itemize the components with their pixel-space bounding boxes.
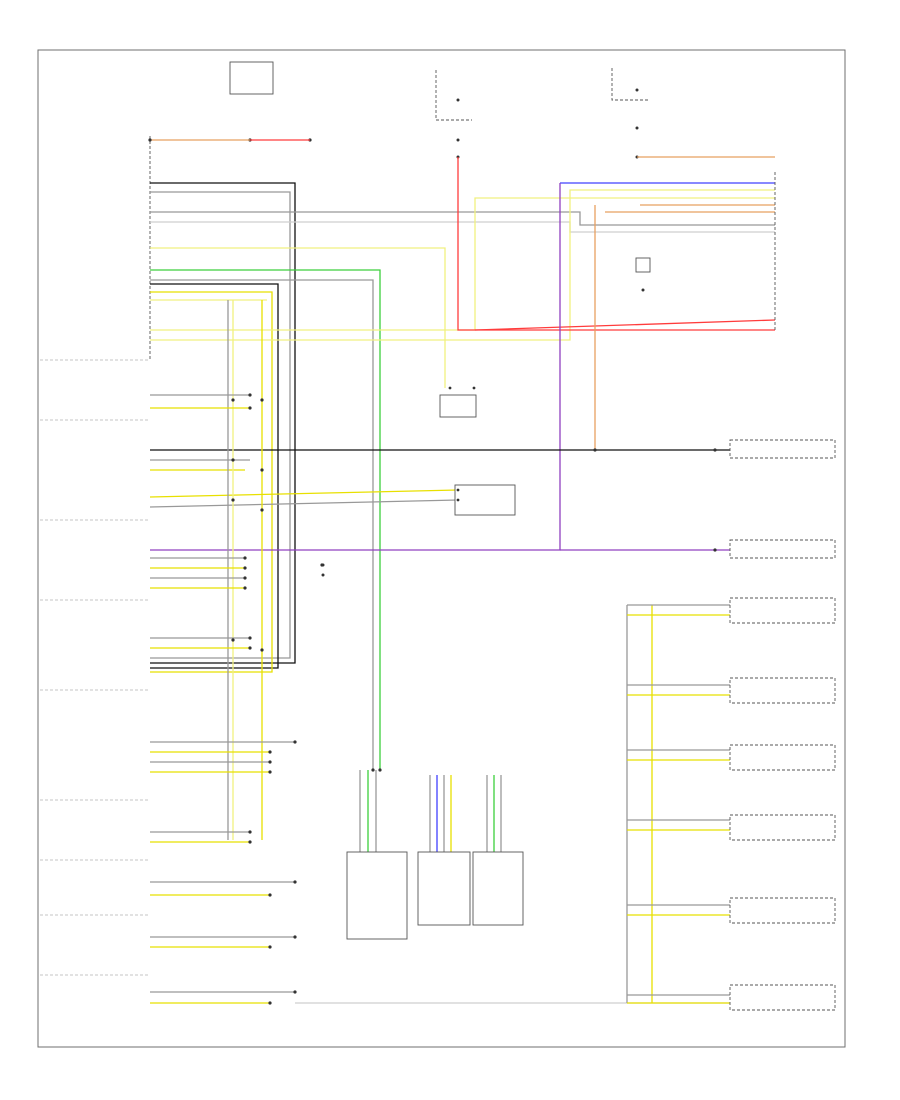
bottom-module-left — [346, 851, 408, 940]
wire-ground-bus — [150, 182, 296, 664]
splice-point — [593, 448, 597, 452]
wire-can-center-low — [149, 499, 459, 508]
splice-point — [268, 893, 272, 897]
splice-point — [260, 398, 264, 402]
splice-point — [268, 760, 272, 764]
right-module-box — [729, 677, 836, 704]
splice-point — [248, 830, 252, 834]
wire-can-low-airbag — [150, 211, 775, 226]
splice-point — [293, 740, 297, 744]
splice-point — [248, 406, 252, 410]
splice-point — [243, 576, 247, 580]
ground-symbol-right — [635, 257, 651, 292]
wire-can-high-airbag — [150, 221, 775, 233]
splice-point — [231, 458, 235, 462]
right-module-box — [729, 744, 836, 771]
splice-point — [293, 990, 297, 994]
fuse-group-right — [611, 68, 650, 159]
splice-point — [260, 508, 264, 512]
splice-point — [148, 138, 152, 142]
right-module-box — [729, 597, 836, 624]
wire-green-bus — [150, 269, 381, 770]
right-module-box — [729, 439, 836, 459]
splice-point — [713, 548, 717, 552]
splice-point — [260, 468, 264, 472]
right-module-box — [729, 539, 836, 559]
wire-gray-bus — [150, 279, 374, 770]
splice-point — [248, 636, 252, 640]
top-power-supply-box — [229, 61, 312, 142]
splice-point — [293, 880, 297, 884]
splice-point — [248, 393, 252, 397]
splice-point — [268, 945, 272, 949]
wire-can-high-right — [150, 197, 775, 331]
splice-point — [268, 750, 272, 754]
right-module-box — [729, 984, 836, 1011]
diagram-frame — [37, 49, 846, 1048]
fuse-group-center — [435, 70, 472, 159]
splice-point — [243, 586, 247, 590]
wire-can-low-bus — [150, 191, 291, 659]
splice-point — [231, 498, 235, 502]
right-module-column — [729, 439, 836, 1011]
splice-point — [243, 556, 247, 560]
splice-point — [231, 398, 235, 402]
wire-power-red-2 — [474, 319, 776, 331]
wire-layer — [149, 139, 776, 1004]
splice-point — [243, 566, 247, 570]
wire-power-red-1 — [457, 157, 775, 331]
splice-point — [248, 840, 252, 844]
ground-symbol-mid — [321, 563, 325, 577]
wire-can-center-high — [149, 489, 459, 498]
bottom-module-mid — [417, 851, 471, 926]
wire-black-bus-2 — [150, 283, 279, 669]
left-module-column — [40, 359, 150, 976]
wire-can-diag — [150, 247, 446, 388]
splice-layer — [148, 138, 717, 1005]
center-module-box — [454, 484, 516, 516]
wire-can-high-right-2 — [150, 189, 775, 341]
diagnostic-connector — [439, 386, 477, 418]
splice-point — [268, 770, 272, 774]
splice-point — [378, 768, 382, 772]
right-module-box — [729, 897, 836, 924]
splice-point — [268, 1001, 272, 1005]
splice-point — [713, 448, 717, 452]
splice-point — [231, 638, 235, 642]
splice-point — [248, 646, 252, 650]
splice-point — [371, 768, 375, 772]
right-module-box — [729, 814, 836, 841]
splice-point — [293, 935, 297, 939]
wire-yellow-bus-2 — [150, 291, 273, 673]
splice-point — [260, 648, 264, 652]
bottom-module-right — [472, 851, 524, 926]
